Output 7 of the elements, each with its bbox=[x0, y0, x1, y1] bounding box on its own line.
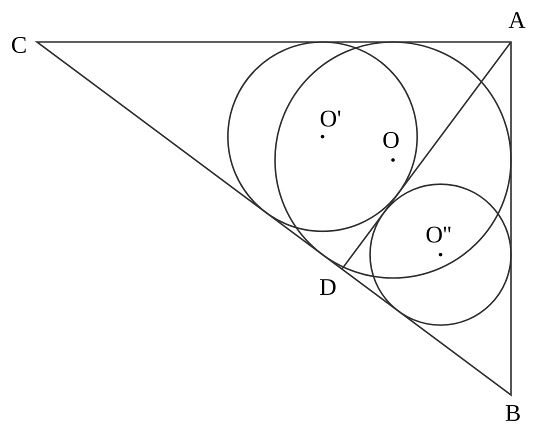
point-label: D bbox=[320, 279, 336, 295]
point-label: O bbox=[383, 132, 399, 148]
point-label: A bbox=[508, 12, 526, 28]
point-label: O' bbox=[320, 110, 340, 127]
point-label: B bbox=[506, 405, 520, 421]
point-label: O'' bbox=[426, 226, 450, 243]
point-label: C bbox=[12, 36, 26, 54]
